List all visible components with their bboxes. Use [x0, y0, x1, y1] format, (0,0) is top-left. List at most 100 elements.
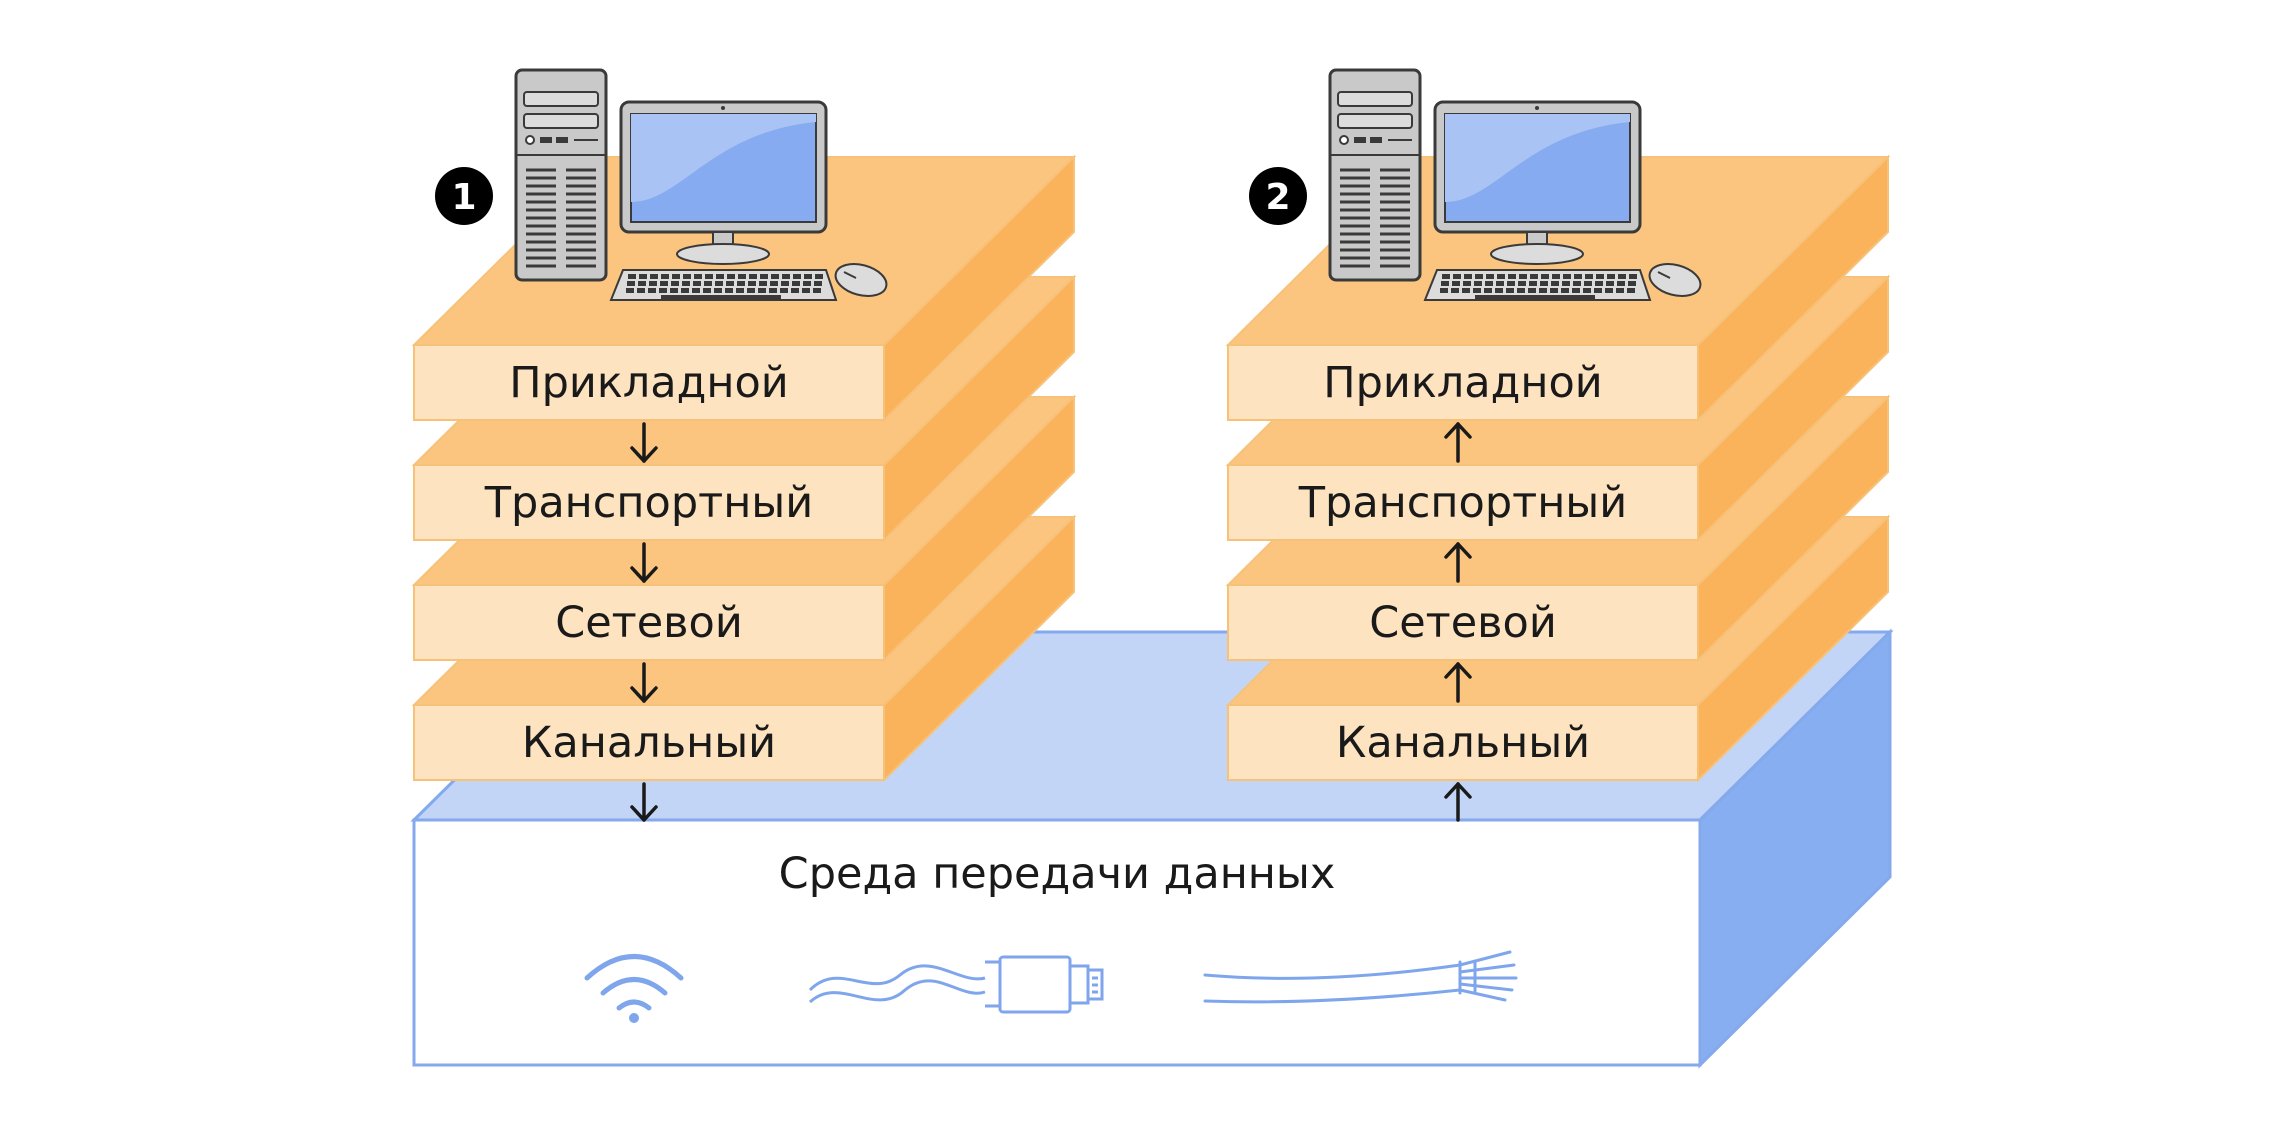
layer-label: Канальный — [522, 718, 776, 768]
mouse-button-line — [1657, 271, 1671, 279]
key — [1506, 288, 1514, 293]
arrow-head — [1444, 422, 1472, 439]
key — [1474, 281, 1482, 286]
key — [637, 288, 645, 293]
computer-icon — [514, 68, 888, 301]
key — [1563, 274, 1571, 279]
webcam-dot — [721, 106, 725, 110]
medium-front-face — [412, 818, 1702, 1067]
layer-label: Транспортный — [1298, 478, 1627, 528]
drive-bay — [523, 91, 599, 107]
key — [1572, 288, 1580, 293]
tower-port — [540, 137, 552, 143]
key — [681, 288, 689, 293]
key — [791, 288, 799, 293]
mouse — [834, 263, 888, 297]
key — [782, 274, 790, 279]
key — [749, 274, 757, 279]
key — [1519, 274, 1527, 279]
tower-port — [1354, 137, 1366, 143]
key — [1627, 288, 1635, 293]
key — [1475, 274, 1483, 279]
layer-front-face — [1227, 704, 1699, 781]
key — [1529, 281, 1537, 286]
arrow-down-icon — [630, 422, 658, 463]
key — [771, 274, 779, 279]
layer-front-face — [413, 584, 885, 661]
layer-front-face — [1227, 344, 1699, 421]
key — [1574, 274, 1582, 279]
key — [1540, 281, 1548, 286]
layer-front-face — [413, 344, 885, 421]
drive-bay — [523, 113, 599, 129]
key — [1617, 281, 1625, 286]
key — [671, 281, 679, 286]
key — [1605, 288, 1613, 293]
key — [1451, 288, 1459, 293]
key — [1607, 274, 1615, 279]
key — [716, 274, 724, 279]
key — [1585, 274, 1593, 279]
spacebar — [661, 295, 781, 299]
key — [1463, 281, 1471, 286]
arrow-down-icon — [630, 542, 658, 583]
key — [670, 288, 678, 293]
key — [726, 281, 734, 286]
key — [1539, 288, 1547, 293]
key — [659, 288, 667, 293]
fiber-optic-cable-icon — [1203, 950, 1518, 1004]
key — [759, 281, 767, 286]
layer-front-face — [413, 464, 885, 541]
key — [747, 288, 755, 293]
key — [760, 274, 768, 279]
power-led — [525, 135, 535, 145]
layer-label: Сетевой — [555, 598, 743, 648]
arrow-head — [1444, 542, 1472, 559]
badge-number: 2 — [1265, 177, 1290, 218]
key — [736, 288, 744, 293]
key — [1583, 288, 1591, 293]
layer-label: Канальный — [1336, 718, 1590, 768]
key — [1594, 288, 1602, 293]
arrow-up-icon — [1444, 542, 1472, 583]
arrow-head — [1444, 662, 1472, 679]
key — [1440, 288, 1448, 293]
spacebar — [1475, 295, 1595, 299]
key — [1473, 288, 1481, 293]
key — [1507, 281, 1515, 286]
key — [1550, 288, 1558, 293]
key — [802, 288, 810, 293]
key — [1629, 274, 1637, 279]
key — [1530, 274, 1538, 279]
wifi-icon — [584, 954, 684, 1023]
arrow-head — [1444, 782, 1472, 799]
key — [770, 281, 778, 286]
key — [793, 274, 801, 279]
key — [1561, 288, 1569, 293]
key — [1452, 281, 1460, 286]
arrow-up-icon — [1444, 782, 1472, 822]
key — [648, 288, 656, 293]
key — [1464, 274, 1472, 279]
key — [1616, 288, 1624, 293]
key — [1485, 281, 1493, 286]
key — [1508, 274, 1516, 279]
tower-port — [556, 137, 568, 143]
key — [1517, 288, 1525, 293]
key — [639, 274, 647, 279]
webcam-dot — [1535, 106, 1539, 110]
twisted-pair-cable-icon — [808, 955, 1104, 1014]
key — [815, 274, 823, 279]
arrow-up-icon — [1444, 662, 1472, 703]
screen-wave — [1445, 114, 1630, 202]
layer-label: Прикладной — [1323, 358, 1602, 408]
key — [650, 274, 658, 279]
arrow-up-icon — [1444, 422, 1472, 463]
key — [626, 288, 634, 293]
key — [672, 274, 680, 279]
key — [780, 288, 788, 293]
screen-wave — [631, 114, 816, 202]
